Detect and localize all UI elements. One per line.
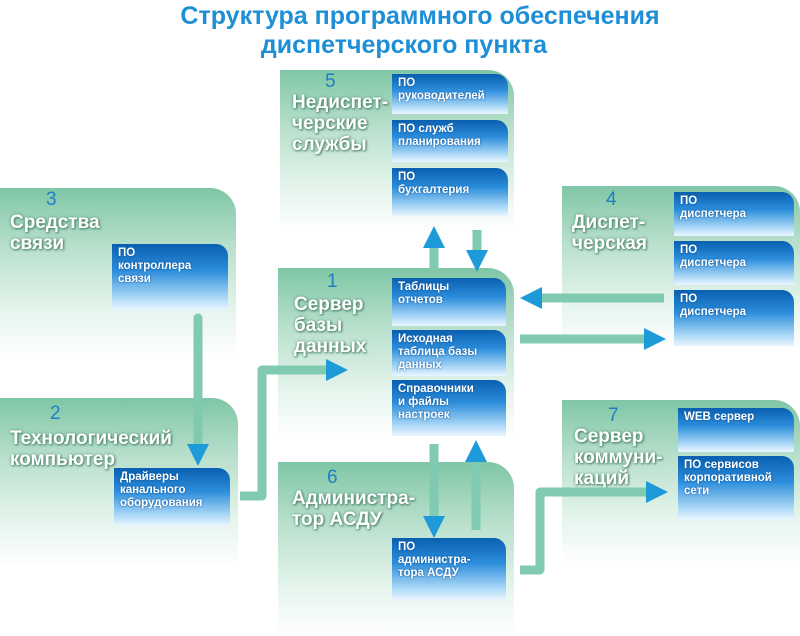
panel-5-name: Недиспет- черские службы [292, 92, 389, 155]
panel-6-name: Администра- тор АСДУ [292, 488, 416, 530]
arrow-4-to-1 [520, 287, 664, 309]
panel-4-name: Диспет- черская [572, 212, 647, 254]
panel-1-name: Сервер базы данных [294, 294, 367, 357]
arrow-1-to-5 [423, 226, 445, 270]
diagram-title-line2: диспетчерского пункта [260, 31, 548, 59]
arrow-2-to-1 [240, 359, 348, 501]
diagram-title-line1: Структура программного обеспечения [180, 2, 660, 30]
panel-2-number: 2 [50, 403, 61, 424]
panel-5-module-1: ПО руководителей [392, 74, 508, 114]
arrow-1-to-6 [423, 444, 445, 538]
panel-4-number: 4 [606, 189, 617, 210]
panel-1-module-3: Справочники и файлы настроек [392, 380, 506, 436]
panel-3-module-1: ПО контроллера связи [112, 244, 228, 310]
panel-2-module-1: Драйверы канального оборудования [114, 468, 230, 526]
panel-6-module-1: ПО администра- тора АСДУ [392, 538, 506, 600]
panel-5-module-2: ПО служб планирования [392, 120, 508, 162]
panel-1-number: 1 [327, 271, 338, 292]
panel-4-module-3: ПО диспетчера [674, 290, 794, 346]
panel-1-module-2: Исходная таблица базы данных [392, 330, 506, 376]
arrow-1-to-4 [520, 328, 666, 350]
arrow-6-to-1 [465, 440, 487, 530]
arrow-3-to-2 [187, 313, 209, 466]
panel-7-name: Сервер коммуни- каций [574, 426, 663, 489]
panel-7-module-1: WEB сервер [678, 408, 794, 452]
panel-4-module-2: ПО диспетчера [674, 241, 794, 285]
panel-7-module-2: ПО сервисов корпоративной сети [678, 456, 794, 520]
arrow-5-to-1 [466, 230, 488, 272]
panel-5-number: 5 [325, 71, 336, 92]
arrow-6-to-7 [520, 481, 668, 575]
panel-5-module-3: ПО бухгалтерия [392, 168, 508, 216]
panel-2-name: Технологический компьютер [10, 428, 172, 470]
panel-6-number: 6 [327, 467, 338, 488]
panel-7-number: 7 [608, 405, 619, 426]
panel-3-name: Средства связи [10, 212, 100, 254]
panel-1-module-1: Таблицы отчетов [392, 278, 506, 326]
panel-4-module-1: ПО диспетчера [674, 192, 794, 236]
panel-3-number: 3 [46, 189, 57, 210]
